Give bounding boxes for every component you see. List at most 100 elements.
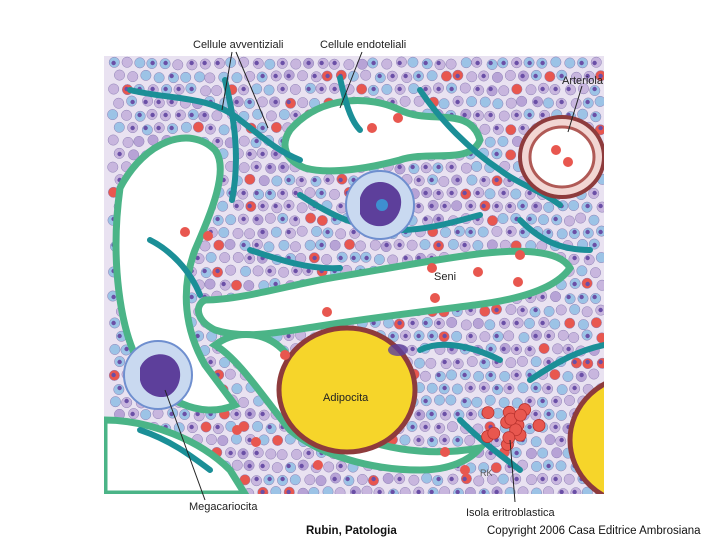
cell-nucleus (481, 203, 486, 209)
marrow-cell (451, 200, 463, 212)
cell-nucleus (540, 60, 545, 66)
label-adipocita: Adipocita (323, 392, 369, 404)
marrow-cell (399, 487, 411, 494)
cell-nucleus (371, 60, 376, 66)
cell-nucleus (189, 424, 194, 430)
marrow-cell (172, 59, 184, 71)
cell-nucleus (468, 203, 473, 209)
marrow-cell (271, 175, 283, 187)
cell-nucleus (117, 359, 122, 365)
cell-nucleus (176, 112, 181, 118)
cell-nucleus (111, 320, 116, 326)
marrow-cell (217, 200, 229, 212)
cell-nucleus (403, 73, 408, 79)
cell-nucleus (345, 476, 350, 482)
marrow-cell (107, 161, 119, 173)
cell-nucleus (260, 125, 265, 131)
cell-nucleus (234, 203, 239, 209)
arteriole (518, 115, 604, 199)
marrow-cell (460, 57, 472, 69)
cell-nucleus (397, 476, 402, 482)
cell-nucleus (215, 216, 220, 222)
cell-nucleus (143, 125, 148, 131)
marrow-cell (180, 71, 192, 83)
marrow-cell (264, 58, 276, 70)
cell-nucleus (176, 86, 181, 92)
cell-nucleus (533, 411, 538, 417)
marrow-cell (581, 306, 593, 318)
marrow-cell (555, 409, 567, 421)
cell-nucleus (397, 164, 402, 170)
marrow-cell (204, 72, 216, 84)
copyright-notice: Copyright 2006 Casa Editrice Ambrosiana (487, 525, 701, 537)
erythroblastic-island (481, 403, 546, 451)
cell-nucleus (449, 476, 454, 482)
free-red-cell (440, 447, 450, 457)
cell-nucleus (286, 229, 291, 235)
cell-nucleus (325, 229, 330, 235)
marrow-cell (264, 212, 276, 224)
tissue-section (104, 56, 604, 494)
cell-nucleus (507, 385, 512, 391)
marrow-cell (270, 121, 282, 133)
cell-nucleus (202, 112, 207, 118)
cell-nucleus (332, 60, 337, 66)
free-red-cell (460, 465, 470, 475)
cell-nucleus (566, 86, 571, 92)
marrow-cell (304, 239, 316, 251)
marrow-cell (557, 329, 569, 341)
marrow-cell (206, 434, 217, 446)
marrow-cell (263, 241, 275, 253)
marrow-cell (543, 97, 554, 109)
cell-nucleus (189, 112, 194, 118)
cell-nucleus (215, 138, 220, 144)
marrow-cell (516, 355, 528, 367)
marrow-cell (278, 266, 290, 278)
cell-nucleus (507, 203, 512, 209)
cell-nucleus (442, 411, 447, 417)
marrow-cell (231, 72, 243, 84)
cell-nucleus (280, 216, 285, 222)
marrow-cell (497, 135, 509, 147)
cell-nucleus (338, 255, 343, 261)
cell-nucleus (247, 411, 252, 417)
cell-nucleus (254, 138, 259, 144)
marrow-cell (128, 149, 140, 161)
cell-nucleus (260, 489, 265, 494)
cell-nucleus (163, 112, 168, 118)
erythroblast (514, 408, 527, 422)
marrow-cell (291, 448, 303, 460)
marrow-cell (113, 97, 125, 109)
cell-nucleus (579, 60, 584, 66)
cell-nucleus (520, 229, 525, 235)
cell-nucleus (540, 398, 545, 404)
cell-nucleus (546, 333, 551, 339)
artist-signature: RK (480, 468, 493, 478)
marrow-cell (297, 70, 309, 82)
cell-nucleus (533, 203, 538, 209)
cell-nucleus (462, 242, 467, 248)
marrow-cell (304, 474, 316, 486)
marrow-cell (525, 84, 537, 96)
megakaryocyte-top (345, 170, 415, 240)
marrow-cell (252, 108, 264, 120)
cell-nucleus (527, 346, 532, 352)
cell-nucleus (436, 164, 441, 170)
cell-nucleus (520, 125, 525, 131)
cell-nucleus (520, 73, 525, 79)
cell-nucleus (273, 73, 278, 79)
marrow-cell (464, 434, 476, 446)
cell-nucleus (286, 99, 291, 105)
cell-nucleus (117, 151, 122, 157)
marrow-cell (451, 383, 463, 395)
marrow-cell (505, 149, 517, 161)
marrow-cell (289, 474, 301, 486)
marrow-cell (421, 472, 433, 484)
cell-nucleus (481, 385, 486, 391)
cell-nucleus (572, 281, 577, 287)
cell-nucleus (195, 411, 200, 417)
cell-nucleus (423, 60, 428, 66)
marrow-cell (538, 214, 549, 226)
cell-nucleus (280, 190, 285, 196)
